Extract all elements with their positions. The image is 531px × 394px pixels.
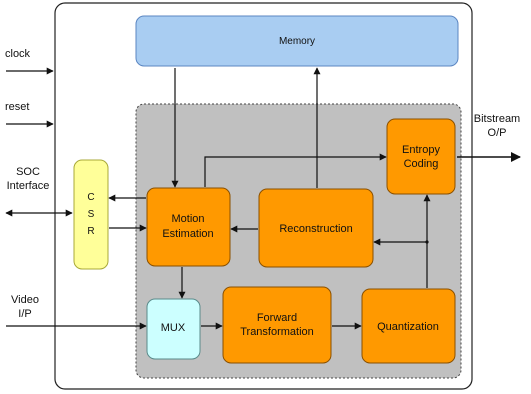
reconstruction-label: Reconstruction	[279, 223, 352, 235]
memory-block	[135, 15, 459, 67]
motion-label-2: Estimation	[162, 228, 213, 240]
soc-label-2: Interface	[7, 180, 50, 192]
reset-label: reset	[5, 101, 29, 113]
forward-transformation-block	[222, 286, 332, 364]
video-label-1: Video	[11, 294, 39, 306]
me-to-entropy-wire	[204, 153, 387, 187]
bitstream-label-2: O/P	[488, 127, 507, 139]
connections	[5, 67, 521, 330]
memory-label: Memory	[279, 36, 315, 47]
quantization-label: Quantization	[377, 321, 439, 333]
clock-label: clock	[5, 48, 31, 60]
entropy-coding-block	[386, 118, 456, 195]
reconstruction-block	[258, 188, 374, 268]
entropy-label-1: Entropy	[402, 144, 440, 156]
bitstream-label-1: Bitstream	[474, 113, 520, 125]
junction-dot	[425, 240, 429, 244]
video-label-2: I/P	[18, 308, 31, 320]
motion-label-1: Motion	[171, 213, 204, 225]
csr-letter-c: C	[87, 192, 94, 203]
soc-label-1: SOC	[16, 166, 40, 178]
mux-label: MUX	[161, 322, 186, 334]
quantization-block	[361, 288, 456, 364]
csr-letter-r: R	[87, 226, 94, 237]
forward-label-2: Transformation	[240, 326, 314, 338]
mux-block	[146, 298, 201, 360]
entropy-label-2: Coding	[404, 158, 439, 170]
forward-label-1: Forward	[257, 312, 297, 324]
csr-letter-s: S	[88, 209, 95, 220]
motion-estimation-block	[146, 187, 231, 267]
csr-block	[73, 159, 109, 270]
